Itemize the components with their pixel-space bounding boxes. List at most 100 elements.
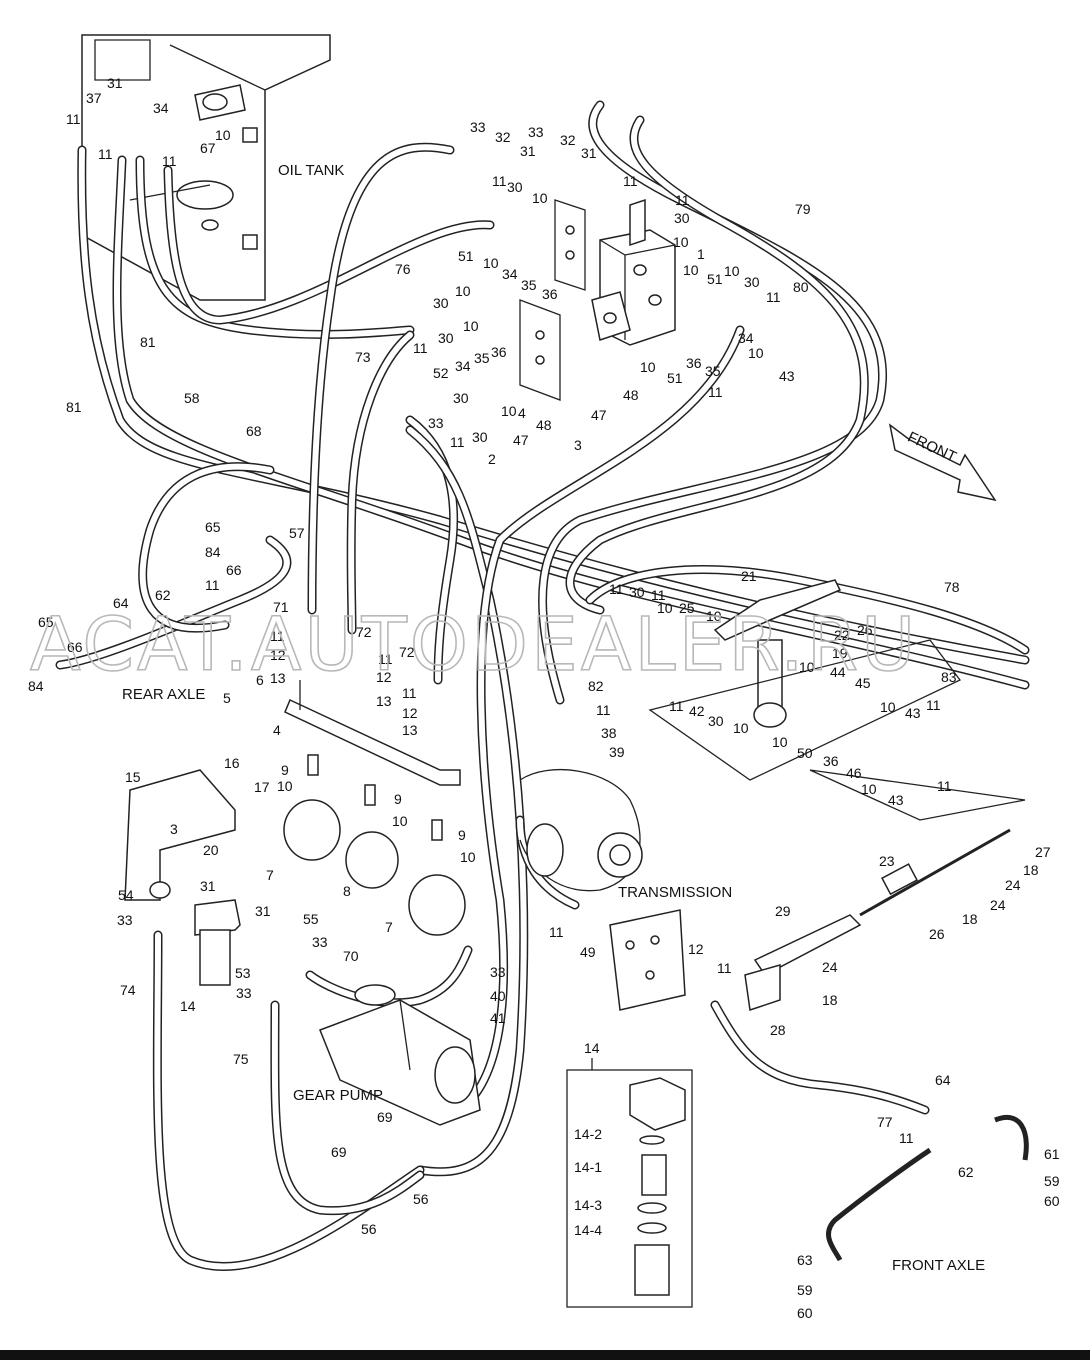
callout-number: 34: [738, 330, 754, 346]
accumulators: [283, 680, 466, 936]
callout-number: 10: [880, 699, 896, 715]
callout-number: 33: [312, 934, 328, 950]
callout-number: 65: [38, 614, 54, 630]
callout-number: 24: [822, 959, 838, 975]
callout-number: 14-2: [574, 1126, 602, 1142]
callout-number: 30: [507, 179, 523, 195]
callout-number: 51: [707, 271, 723, 287]
front-axle-label: FRONT AXLE: [892, 1257, 985, 1274]
callout-number: 33: [428, 415, 444, 431]
callout-number: 43: [779, 368, 795, 384]
callout-number: 10: [772, 734, 788, 750]
callout-number: 11: [651, 587, 666, 603]
callout-number: 20: [203, 842, 219, 858]
callout-number: 79: [795, 201, 811, 217]
callout-number: 14: [584, 1040, 600, 1056]
callout-number: 11: [492, 173, 507, 189]
callout-number: 10: [724, 263, 740, 279]
callout-number: 30: [744, 274, 760, 290]
callout-number: 31: [255, 903, 271, 919]
callout-number: 11: [402, 685, 417, 701]
callout-number: 5: [223, 690, 231, 706]
callout-number: 16: [224, 755, 240, 771]
callout-number: 2: [488, 451, 496, 467]
callout-number: 11: [609, 581, 624, 597]
brake-parts-box: [648, 639, 1026, 821]
callout-number: 30: [438, 330, 454, 346]
callout-number: 54: [118, 887, 134, 903]
callout-number: 60: [1044, 1193, 1060, 1209]
callout-number: 59: [1044, 1173, 1060, 1189]
callout-number: 35: [474, 350, 490, 366]
callout-number: 10: [748, 345, 764, 361]
callout-number: 33: [236, 985, 252, 1001]
callout-number: 18: [822, 992, 838, 1008]
callout-number: 11: [205, 577, 220, 593]
callout-number: 34: [153, 100, 169, 116]
callout-number: 57: [289, 525, 305, 541]
callout-number: 22: [834, 627, 850, 643]
callout-number: 44: [830, 664, 846, 680]
callout-number: 60: [797, 1305, 813, 1321]
callout-number: 31: [581, 145, 597, 161]
callout-number: 11: [899, 1130, 914, 1146]
callout-number: 36: [823, 753, 839, 769]
callout-number: 36: [542, 286, 558, 302]
callout-number: 64: [113, 595, 129, 611]
callout-number: 33: [117, 912, 133, 928]
callout-number: 7: [385, 919, 393, 935]
callout-number: 51: [458, 248, 474, 264]
callout-number: 42: [689, 703, 705, 719]
callout-number: 39: [609, 744, 625, 760]
callout-number: 30: [629, 584, 645, 600]
callout-number: 13: [270, 670, 286, 686]
callout-number: 6: [256, 672, 264, 688]
callout-number: 24: [990, 897, 1006, 913]
callout-number: 10: [483, 255, 499, 271]
callout-number: 52: [433, 365, 449, 381]
callout-number: 21: [741, 568, 757, 584]
callout-number: 4: [518, 405, 526, 421]
callout-number: 47: [591, 407, 607, 423]
callout-number: 11: [270, 628, 285, 644]
manifold-plates: [519, 199, 586, 401]
callout-number: 77: [877, 1114, 893, 1130]
callout-number: 11: [926, 697, 941, 713]
callout-number: 66: [226, 562, 242, 578]
callout-number: 36: [686, 355, 702, 371]
callout-number: 10: [392, 813, 408, 829]
callout-number: 25: [679, 600, 695, 616]
callout-number: 36: [491, 344, 507, 360]
callout-number: 10: [799, 659, 815, 675]
callout-number: 80: [793, 279, 809, 295]
callout-number: 84: [205, 544, 221, 560]
callout-number: 74: [120, 982, 136, 998]
callout-number: 31: [200, 878, 216, 894]
callout-number: 11: [98, 146, 113, 162]
watermark: ACAT.AUTODEALER.RU: [30, 602, 918, 688]
callout-number: 11: [378, 651, 393, 667]
callout-number: 17: [254, 779, 270, 795]
callout-number: 10: [460, 849, 476, 865]
callout-number: 81: [140, 334, 156, 350]
callout-number: 69: [331, 1144, 347, 1160]
callout-number: 10: [215, 127, 231, 143]
callout-number: 9: [394, 791, 402, 807]
callout-number: 18: [962, 911, 978, 927]
filter-detail-box: [566, 1058, 693, 1308]
callout-number: 61: [1044, 1146, 1060, 1162]
callout-number: 29: [775, 903, 791, 919]
callout-number: 34: [502, 266, 518, 282]
callout-number: 43: [905, 705, 921, 721]
callout-number: 63: [797, 1252, 813, 1268]
callout-number: 72: [399, 644, 415, 660]
callout-number: 32: [560, 132, 576, 148]
callout-number: 11: [675, 192, 690, 208]
callout-number: 30: [472, 429, 488, 445]
bottom-border: [0, 1350, 1090, 1360]
callout-number: 69: [377, 1109, 393, 1125]
callout-number: 72: [356, 624, 372, 640]
callout-number: 3: [170, 821, 178, 837]
callout-number: 14-3: [574, 1197, 602, 1213]
